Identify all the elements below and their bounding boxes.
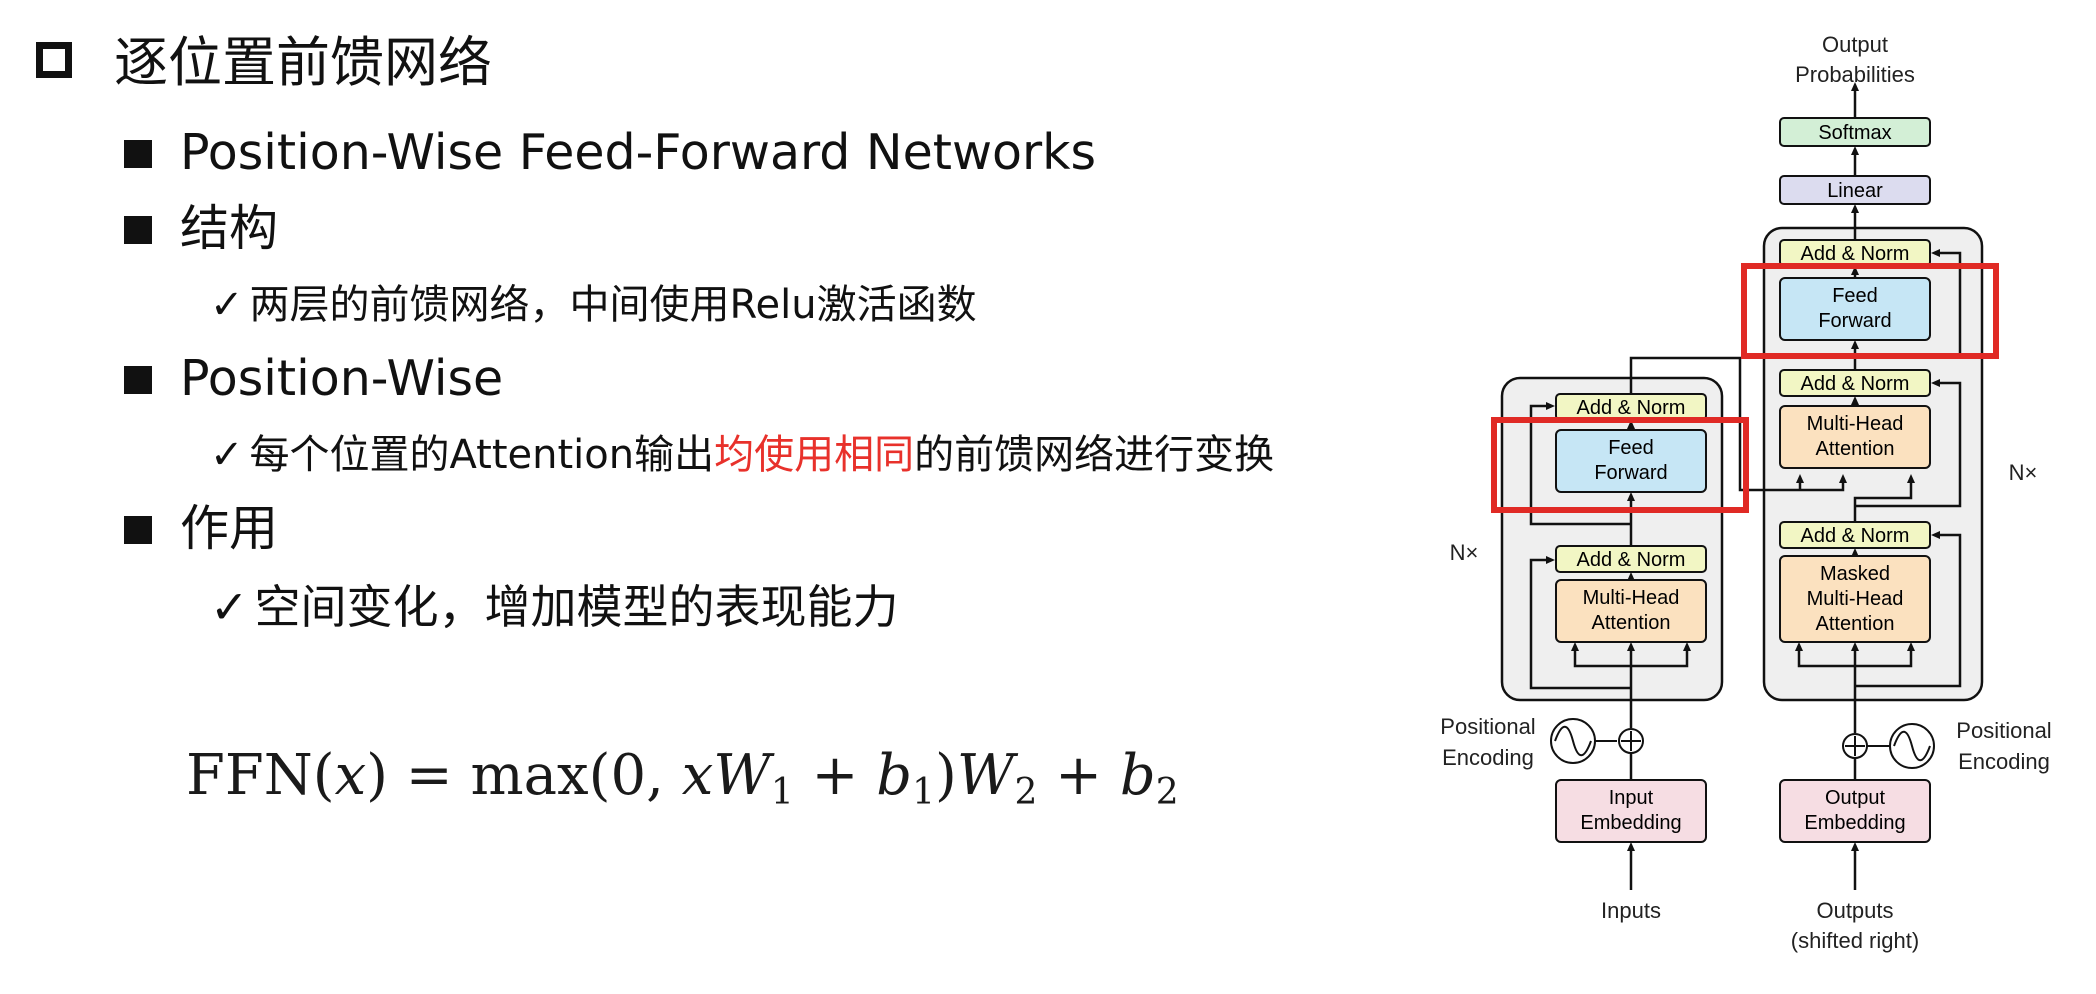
bullet-square-icon [124, 216, 152, 244]
bullet-square-icon [124, 366, 152, 394]
decoder-add-norm-middle: Add & Norm [1779, 369, 1931, 397]
svg-text:Probabilities: Probabilities [1795, 62, 1915, 87]
svg-text:Output: Output [1825, 787, 1885, 809]
svg-text:Encoding: Encoding [1442, 745, 1534, 770]
svg-text:Input: Input [1609, 787, 1654, 809]
bullet-ffn-title: Position-Wise Feed-Forward Networks [180, 124, 1097, 181]
svg-text:Attention: Attention [1816, 438, 1895, 460]
decoder-multi-head-attention: Multi-Head Attention [1779, 405, 1931, 469]
decoder-add-norm-bottom: Add & Norm [1779, 521, 1931, 549]
svg-text:Forward: Forward [1818, 310, 1891, 332]
encoder-add-norm-bottom: Add & Norm [1555, 545, 1707, 573]
svg-text:Masked: Masked [1820, 563, 1890, 585]
svg-text:Add & Norm: Add & Norm [1577, 397, 1686, 419]
check-icon: ✓ [210, 580, 249, 634]
svg-text:Encoding: Encoding [1958, 749, 2050, 774]
sub-text-before: 每个位置的Attention输出 [249, 432, 715, 478]
decoder-add-norm-top: Add & Norm [1779, 239, 1931, 267]
svg-text:Multi-Head: Multi-Head [1807, 588, 1904, 610]
svg-text:Forward: Forward [1594, 462, 1667, 484]
decoder-masked-multi-head-attention: Masked Multi-Head Attention [1779, 555, 1931, 643]
slide-title: 逐位置前馈网络 [114, 31, 492, 94]
encoder-block [1500, 376, 1724, 702]
svg-text:Attention: Attention [1816, 613, 1895, 635]
svg-text:Multi-Head: Multi-Head [1807, 413, 1904, 435]
encoder-feed-forward: Feed Forward [1555, 429, 1707, 493]
sub-item-structure: ✓两层的前馈网络，中间使用Relu激活函数 [210, 278, 977, 332]
sub-text-highlight: 均使用相同 [714, 432, 915, 478]
sub-text-after: 的前馈网络进行变换 [914, 432, 1275, 478]
output-embedding: Output Embedding [1779, 779, 1931, 843]
sub-item-purpose: ✓空间变化，增加模型的表现能力 [210, 580, 899, 634]
svg-text:Add & Norm: Add & Norm [1577, 549, 1686, 571]
ffn-formula: FFN(x) = max(0, xW1 + b1)W2 + b2 [186, 743, 1179, 813]
check-icon: ✓ [210, 282, 244, 328]
svg-text:Feed: Feed [1832, 285, 1878, 307]
softmax-box: Softmax [1779, 117, 1931, 147]
bullet-square-icon [124, 140, 152, 168]
svg-text:Embedding: Embedding [1804, 812, 1905, 834]
sub-item-purpose-text: 空间变化，增加模型的表现能力 [254, 580, 899, 634]
svg-text:Attention: Attention [1592, 612, 1671, 634]
bullet-position-wise: Position-Wise [180, 350, 504, 407]
svg-text:Add & Norm: Add & Norm [1801, 525, 1910, 547]
outputs-label: Outputs [1816, 898, 1893, 923]
bullet-square-icon [124, 516, 152, 544]
svg-text:Softmax: Softmax [1818, 122, 1891, 144]
svg-text:Embedding: Embedding [1580, 812, 1681, 834]
encoder-feed-forward-highlight [1491, 417, 1749, 513]
encoder-add-norm-top: Add & Norm [1555, 393, 1707, 421]
linear-box: Linear [1779, 175, 1931, 205]
sub-item-structure-text: 两层的前馈网络，中间使用Relu激活函数 [249, 282, 977, 328]
svg-text:Linear: Linear [1827, 180, 1883, 202]
svg-text:Feed: Feed [1608, 437, 1654, 459]
bullet-structure: 结构 [180, 200, 279, 257]
decoder-feed-forward-highlight [1741, 263, 1999, 359]
decoder-positional-encoding-label: Positional [1956, 718, 2051, 743]
encoder-positional-encoding-label: Positional [1440, 714, 1535, 739]
encoder-nx-label: N× [1450, 540, 1479, 565]
decoder-feed-forward: Feed Forward [1779, 277, 1931, 341]
encoder-multi-head-attention: Multi-Head Attention [1555, 579, 1707, 643]
decoder-nx-label: N× [2009, 460, 2038, 485]
output-probabilities-label: Output [1822, 32, 1888, 57]
title-checkbox-icon [36, 42, 72, 78]
input-embedding: Input Embedding [1555, 779, 1707, 843]
check-icon: ✓ [210, 432, 244, 478]
svg-text:Add & Norm: Add & Norm [1801, 243, 1910, 265]
svg-text:(shifted right): (shifted right) [1791, 928, 1919, 953]
inputs-label: Inputs [1601, 898, 1661, 923]
svg-text:Multi-Head: Multi-Head [1583, 587, 1680, 609]
svg-text:Add & Norm: Add & Norm [1801, 373, 1910, 395]
sub-item-position-wise: ✓每个位置的Attention输出均使用相同的前馈网络进行变换 [210, 428, 1274, 482]
bullet-purpose: 作用 [180, 500, 279, 557]
